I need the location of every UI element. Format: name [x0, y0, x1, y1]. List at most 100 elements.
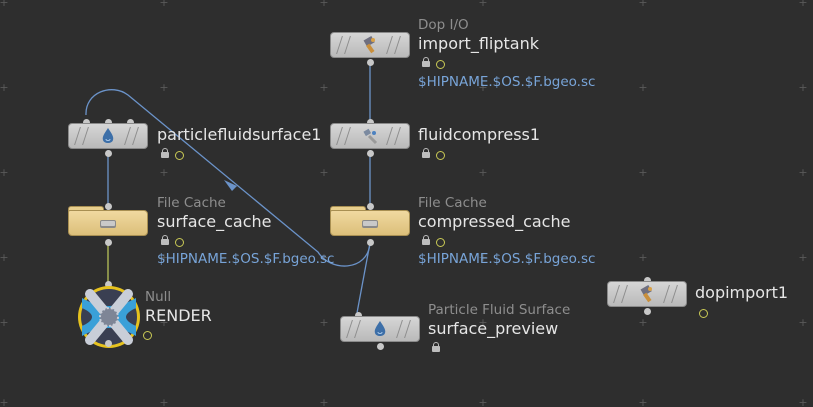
node-name[interactable]: import_fliptank [418, 34, 539, 53]
grid-marker: + [159, 81, 169, 94]
grid-marker: + [0, 0, 9, 9]
input-port[interactable] [105, 203, 112, 210]
node-flags [422, 57, 445, 70]
input-port[interactable] [367, 203, 374, 210]
grid-marker: + [638, 81, 648, 94]
grid-marker: + [0, 251, 9, 264]
grid-marker: + [319, 251, 329, 264]
node-type-label: Null [145, 289, 172, 305]
output-port[interactable] [377, 343, 384, 350]
output-port[interactable] [105, 239, 112, 246]
node-type-label: Dop I/O [418, 17, 469, 33]
node-body[interactable] [330, 32, 410, 58]
lock-icon [422, 235, 430, 245]
grid-marker: + [0, 316, 9, 329]
node-name[interactable]: particlefluidsurface1 [157, 125, 322, 144]
output-port[interactable] [367, 239, 374, 246]
grid-marker: + [319, 316, 329, 329]
node-name[interactable]: fluidcompress1 [418, 125, 541, 144]
input-port-3[interactable] [127, 119, 134, 126]
node-body[interactable] [68, 210, 148, 236]
lock-icon [422, 57, 430, 67]
time-dependent-icon [175, 150, 184, 160]
node-body[interactable] [68, 123, 148, 149]
node-flags [161, 148, 184, 161]
null-node-icon[interactable] [76, 284, 142, 350]
grid-marker: + [159, 396, 169, 407]
grid-marker: + [159, 316, 169, 329]
output-port[interactable] [644, 308, 651, 315]
time-dependent-icon [699, 308, 708, 318]
input-port[interactable] [644, 277, 651, 284]
node-flags [432, 342, 440, 355]
grid-marker: + [798, 396, 808, 407]
node-name[interactable]: compressed_cache [418, 212, 571, 231]
dop-import-icon [640, 285, 652, 303]
node-flags [422, 148, 445, 161]
particle-fluid-surface-icon [102, 128, 114, 143]
wire-arrow-head [224, 180, 237, 191]
grid-marker: + [319, 396, 329, 407]
dop-import-icon [363, 36, 375, 54]
node-flags [143, 328, 152, 341]
node-name[interactable]: surface_cache [157, 212, 272, 231]
grid-marker: + [638, 0, 648, 9]
output-port[interactable] [105, 150, 112, 157]
grid-marker: + [638, 316, 648, 329]
wire-cache-to-preview [356, 242, 371, 314]
node-name[interactable]: RENDER [145, 306, 212, 325]
node-body[interactable] [330, 210, 410, 236]
time-dependent-icon [143, 330, 152, 340]
grid-marker: + [478, 396, 488, 407]
grid-marker: + [159, 251, 169, 264]
node-body[interactable] [607, 281, 687, 307]
node-param-path: $HIPNAME.$OS.$F.bgeo.sc [418, 74, 596, 90]
input-port-1[interactable] [83, 119, 90, 126]
grid-marker: + [798, 316, 808, 329]
node-param-path: $HIPNAME.$OS.$F.bgeo.sc [418, 251, 596, 267]
grid-marker: + [798, 81, 808, 94]
input-port[interactable] [105, 281, 112, 288]
grid-marker: + [478, 251, 488, 264]
grid-marker: + [478, 81, 488, 94]
grid-marker: + [638, 396, 648, 407]
grid-marker: + [319, 81, 329, 94]
output-port[interactable] [367, 150, 374, 157]
node-name[interactable]: surface_preview [428, 319, 559, 338]
grid-marker: + [638, 251, 648, 264]
file-cache-icon [100, 220, 116, 228]
node-type-label: File Cache [157, 195, 226, 211]
lock-icon [422, 148, 430, 158]
grid-marker: + [478, 0, 488, 9]
node-body[interactable] [330, 123, 410, 149]
wire-cache-to-pfs [85, 89, 371, 267]
time-dependent-icon [436, 59, 445, 69]
grid-marker: + [478, 316, 488, 329]
grid-marker: + [478, 166, 488, 179]
particle-fluid-surface-icon [374, 321, 386, 336]
input-port-2[interactable] [105, 119, 112, 126]
node-flags [161, 235, 184, 248]
grid-marker: + [0, 166, 9, 179]
node-type-label: File Cache [418, 195, 487, 211]
node-name[interactable]: dopimport1 [695, 283, 789, 302]
fluid-compress-icon [363, 128, 378, 145]
grid-marker: + [319, 0, 329, 9]
lock-icon [161, 235, 169, 245]
grid-marker: + [159, 0, 169, 9]
lock-icon [432, 342, 440, 352]
grid-marker: + [319, 166, 329, 179]
output-port[interactable] [367, 59, 374, 66]
output-port[interactable] [105, 340, 112, 347]
input-port-1[interactable] [355, 312, 362, 319]
time-dependent-icon [436, 237, 445, 247]
node-param-path: $HIPNAME.$OS.$F.bgeo.sc [157, 251, 335, 267]
grid-marker: + [798, 166, 808, 179]
input-port[interactable] [367, 119, 374, 126]
grid-marker: + [0, 81, 9, 94]
time-dependent-icon [436, 150, 445, 160]
file-cache-icon [362, 220, 378, 228]
node-body[interactable] [340, 316, 420, 342]
